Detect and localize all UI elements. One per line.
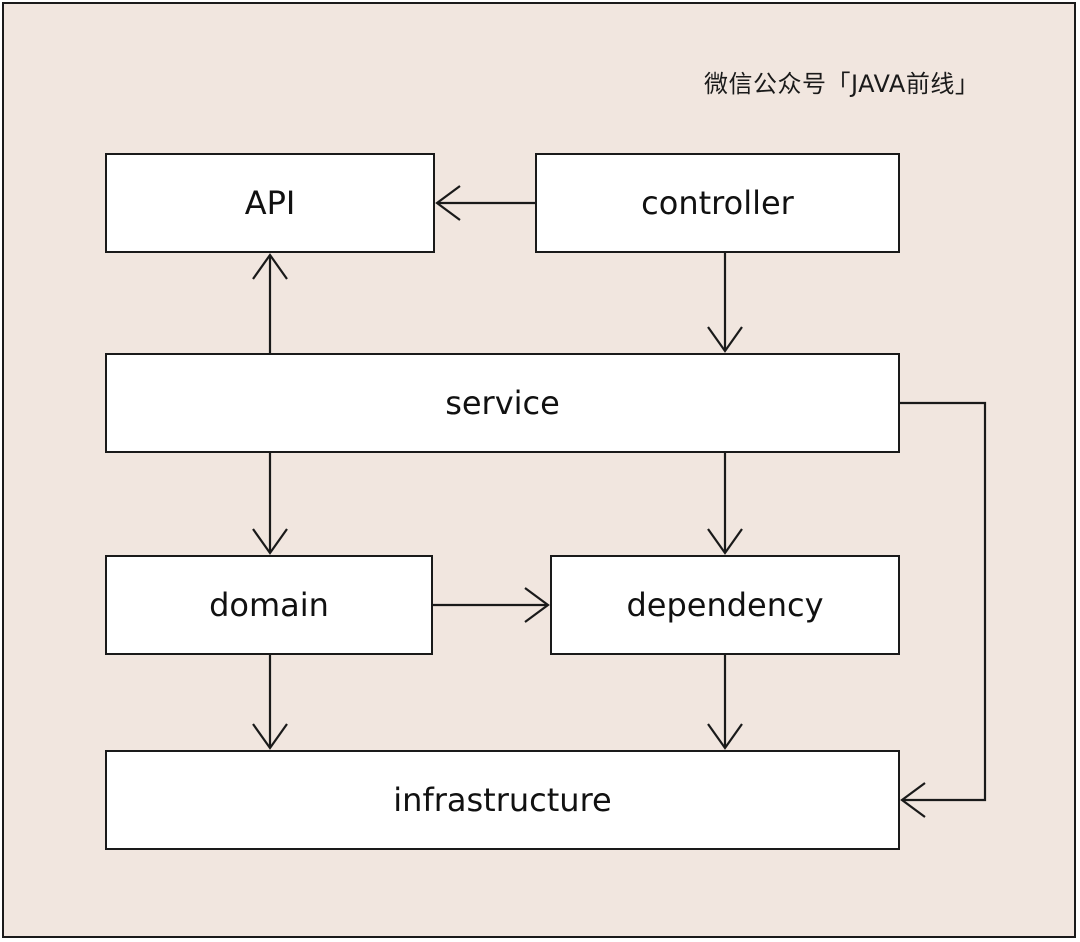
dependency-node-label: dependency: [626, 586, 824, 624]
dependency-node: dependency: [550, 555, 900, 655]
watermark-text: 微信公众号「JAVA前线」: [704, 70, 980, 98]
domain-node-label: domain: [209, 586, 329, 624]
domain-node: domain: [105, 555, 433, 655]
infrastructure-node-label: infrastructure: [393, 781, 612, 819]
controller-node-label: controller: [641, 184, 794, 222]
api-node-label: API: [244, 184, 296, 222]
service-node-label: service: [445, 384, 560, 422]
service-node: service: [105, 353, 900, 453]
controller-node: controller: [535, 153, 900, 253]
infrastructure-node: infrastructure: [105, 750, 900, 850]
api-node: API: [105, 153, 435, 253]
